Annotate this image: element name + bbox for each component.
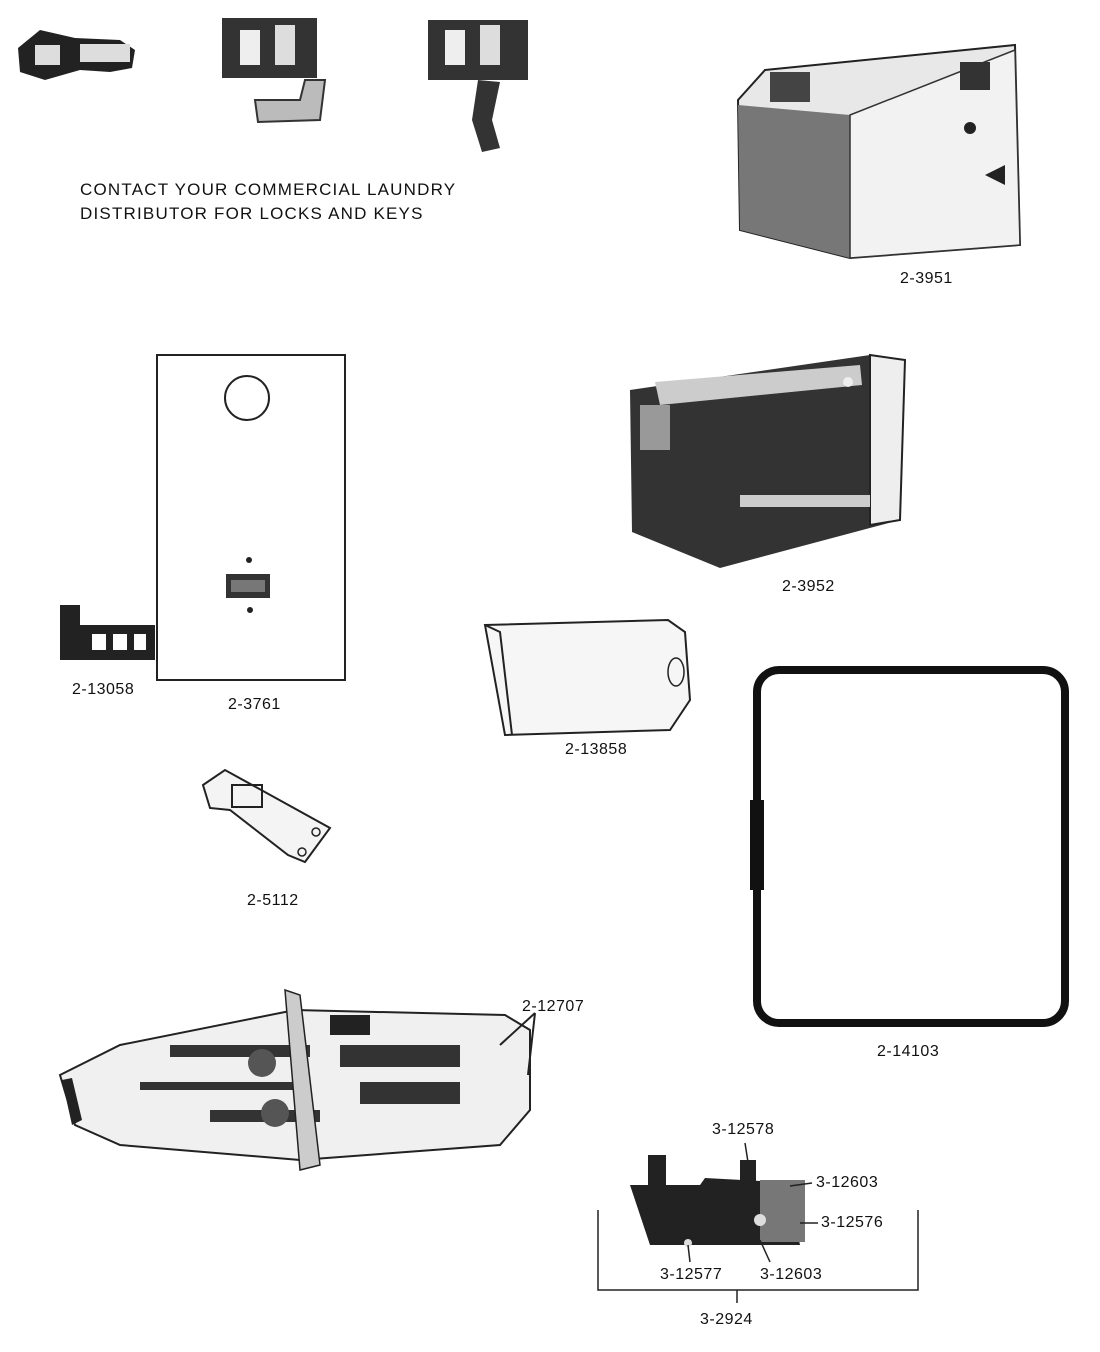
leader-line	[499, 1012, 536, 1046]
part-label-2-12707: 2-12707	[522, 998, 585, 1015]
part-label-2-5112: 2-5112	[247, 892, 299, 909]
coin-box-3952-image	[630, 353, 907, 568]
part-label-3-12576: 3-12576	[821, 1214, 884, 1231]
note-line-1: CONTACT YOUR COMMERCIAL LAUNDRY	[80, 180, 457, 199]
part-label-3-12603-upper: 3-12603	[816, 1174, 879, 1191]
part-label-2-3952: 2-3952	[782, 578, 835, 595]
assembly-bracket	[597, 1210, 919, 1291]
part-label-2-3761: 2-3761	[228, 696, 281, 713]
coin-box-3951-image	[736, 43, 1022, 260]
front-plate-3761-image	[156, 354, 346, 681]
part-label-2-14103: 2-14103	[877, 1043, 940, 1060]
leader-line	[687, 1244, 691, 1263]
part-label-2-3951: 2-3951	[900, 270, 953, 287]
bracket-13058-image	[60, 605, 155, 660]
part-label-2-13058: 2-13058	[72, 681, 135, 698]
part-label-3-2924: 3-2924	[700, 1311, 753, 1328]
part-label-3-12578: 3-12578	[712, 1121, 775, 1138]
leader-line	[789, 1182, 813, 1187]
lock-image-2	[428, 20, 528, 152]
note-line-2: DISTRIBUTOR FOR LOCKS AND KEYS	[80, 204, 424, 223]
mechanism-12707-image	[58, 988, 536, 1171]
leader-line	[527, 1012, 536, 1076]
key-image	[18, 30, 135, 80]
part-label-3-12577: 3-12577	[660, 1266, 723, 1283]
leader-line	[744, 1142, 749, 1163]
lock-plate-5112-image	[201, 768, 332, 864]
gasket-14103-image	[750, 666, 1069, 1027]
part-label-2-13858: 2-13858	[565, 741, 628, 758]
locks-keys-note: CONTACT YOUR COMMERCIAL LAUNDRY DISTRIBU…	[80, 178, 456, 226]
part-label-3-12603-lower: 3-12603	[760, 1266, 823, 1283]
cover-13858-image	[483, 618, 692, 737]
switch-assembly-image	[597, 1142, 919, 1303]
leader-line	[759, 1239, 771, 1263]
lock-image-1	[222, 18, 327, 124]
